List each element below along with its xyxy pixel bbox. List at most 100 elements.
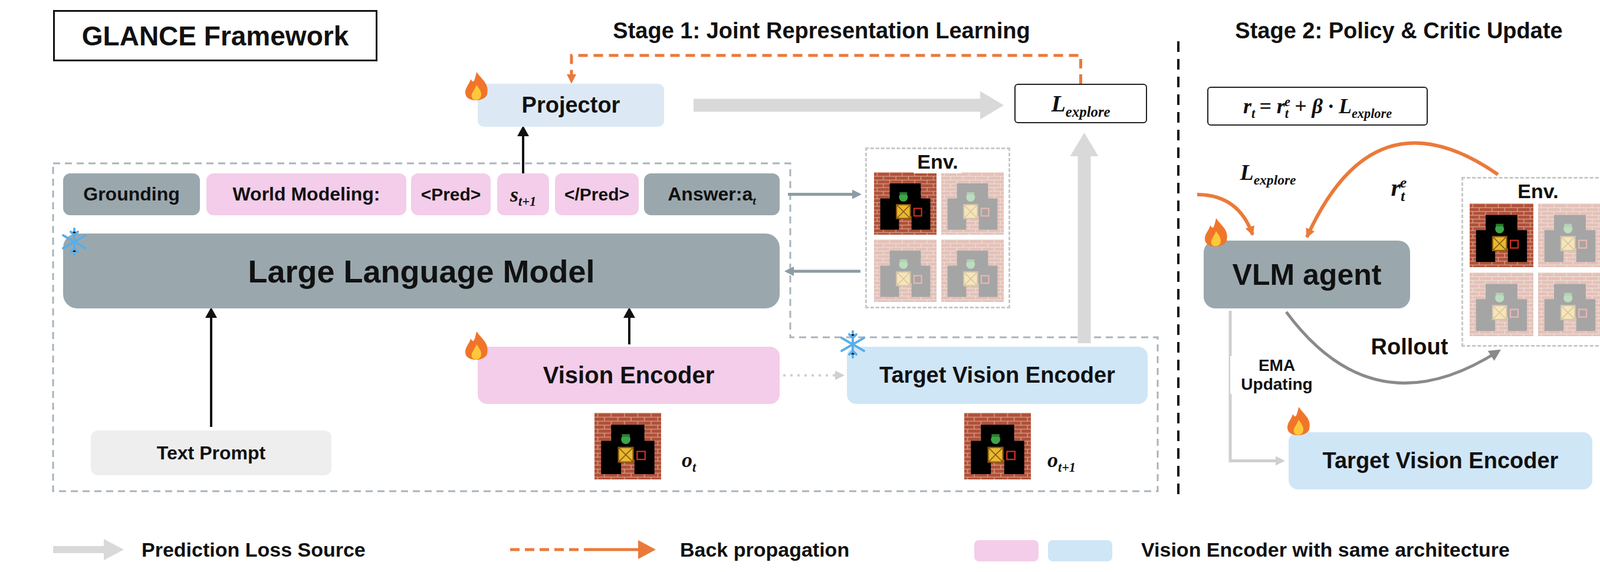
node-text: Vision Encoder [543, 362, 715, 389]
text-part: = r [1259, 94, 1286, 118]
text-part: r [1391, 173, 1401, 202]
text-part: <Pred> [421, 184, 482, 205]
text-part: Env. [917, 150, 958, 173]
text-part: t [692, 460, 696, 475]
reward-formula-box: rt= rte+ β · Lexplore [1207, 86, 1428, 126]
encoder-box: Target Vision Encoder [1288, 432, 1593, 490]
text-part: Vision Encoder [543, 362, 715, 389]
text-part: </Pred> [564, 184, 630, 205]
projector-box: Projector [477, 83, 665, 127]
connector [571, 55, 1082, 84]
observation-image [964, 412, 1031, 480]
prompt-box: Text Prompt [90, 430, 332, 476]
token-box: </Pred> [554, 173, 639, 216]
llm-box: Large Language Model [63, 233, 780, 309]
text-part: explore [1065, 103, 1111, 120]
token-box: World Modeling: [206, 173, 407, 216]
node-text: rt= rte+ β · Lexplore [1243, 93, 1392, 119]
node-text: Projector [521, 92, 621, 118]
text-part: o [1047, 448, 1059, 472]
text-part: e [1284, 94, 1291, 110]
annotation-label: Lexplore [1239, 159, 1296, 186]
loss-box: Lexplore [1014, 83, 1148, 124]
feedback-arrow [1197, 194, 1253, 235]
text-part: Target Vision Encoder [1322, 448, 1559, 473]
token-box: Answer:at [644, 173, 780, 216]
connector [628, 309, 631, 345]
connector [783, 374, 843, 377]
node-text: World Modeling: [232, 183, 380, 206]
text-part: Text Prompt [156, 442, 266, 464]
node-text: Text Prompt [156, 442, 266, 465]
text-part: Stage 1: Joint Representation Learning [612, 18, 1030, 44]
connector [1306, 142, 1498, 238]
trainable-icon [1287, 406, 1310, 436]
text-part: Stage 2: Policy & Critic Update [1234, 18, 1563, 44]
token-box: <Pred> [411, 173, 491, 216]
annotation-label: Stage 1: Joint Representation Learning [612, 18, 1030, 44]
stage1-region [53, 163, 1158, 492]
token-box: Grounding [63, 173, 200, 216]
node-text: Lexplore [1050, 89, 1110, 118]
connector [521, 127, 525, 174]
title-box: GLANCE Framework [53, 10, 378, 62]
node-text: Grounding [83, 183, 180, 206]
legend-text: Prediction Loss Source [141, 538, 366, 562]
text-part: Large Language Model [247, 253, 595, 289]
token-box: st+1 [497, 173, 550, 216]
node-text: </Pred> [564, 184, 630, 205]
text-part: Grounding [83, 183, 180, 205]
text-part: World Modeling: [232, 183, 380, 205]
env-group: Env. [865, 147, 1011, 309]
text-part: o [681, 448, 693, 472]
node-text: st+1 [510, 182, 537, 208]
text-part: explore [1253, 172, 1297, 188]
connector [1078, 150, 1092, 344]
legend-line-sample [589, 548, 643, 552]
legend-text: Back propagation [679, 538, 850, 562]
node-text: VLM agent [1232, 257, 1382, 292]
text-part: t [1251, 106, 1255, 121]
node-text: <Pred> [421, 184, 482, 205]
text-part: L [1239, 159, 1254, 185]
text-part: L [1050, 90, 1066, 117]
legend-line-sample [510, 548, 590, 552]
title-text: GLANCE Framework [81, 20, 349, 52]
legend-swatch-blue [1047, 540, 1113, 562]
connector [786, 270, 861, 274]
connector [787, 192, 860, 196]
edge-label: EMA Updating [1230, 356, 1324, 394]
legend-line-sample [638, 540, 656, 560]
text-part: r [1243, 94, 1252, 118]
legend-swatch [974, 540, 1039, 562]
encoder-box: Target Vision Encoder [846, 346, 1148, 404]
text-part: Target Vision Encoder [879, 362, 1116, 388]
legend-line-sample [103, 539, 124, 561]
text-part: t [752, 194, 757, 208]
encoder-box: Vision Encoder [477, 346, 780, 404]
text-part: e [1400, 173, 1408, 192]
stage-divider [1177, 41, 1180, 496]
annotation-label: Stage 2: Policy & Critic Update [1234, 18, 1563, 44]
text-part: Answer:a [667, 183, 753, 205]
text-part: + β · L [1294, 94, 1352, 118]
observation-image [594, 412, 662, 480]
text-part: t+1 [518, 194, 537, 209]
text-part: s [510, 182, 519, 207]
node-text: Target Vision Encoder [879, 362, 1116, 389]
node-text: Env. [913, 150, 962, 174]
legend-text: Vision Encoder with same architecture [1141, 538, 1510, 562]
node-text: Env. [1513, 179, 1562, 203]
text-part: VLM agent [1232, 258, 1382, 292]
annotation-label: ot [681, 447, 696, 473]
text-part: Env. [1517, 179, 1559, 203]
env-thumbnails [1469, 203, 1600, 337]
text-part: t+1 [1058, 460, 1076, 475]
connector [693, 99, 987, 113]
env-thumbnails [874, 172, 1004, 302]
node-text: Large Language Model [247, 253, 595, 290]
node-text: Target Vision Encoder [1322, 448, 1559, 474]
agent-box: VLM agent [1203, 240, 1411, 309]
text-part: Projector [521, 92, 621, 118]
